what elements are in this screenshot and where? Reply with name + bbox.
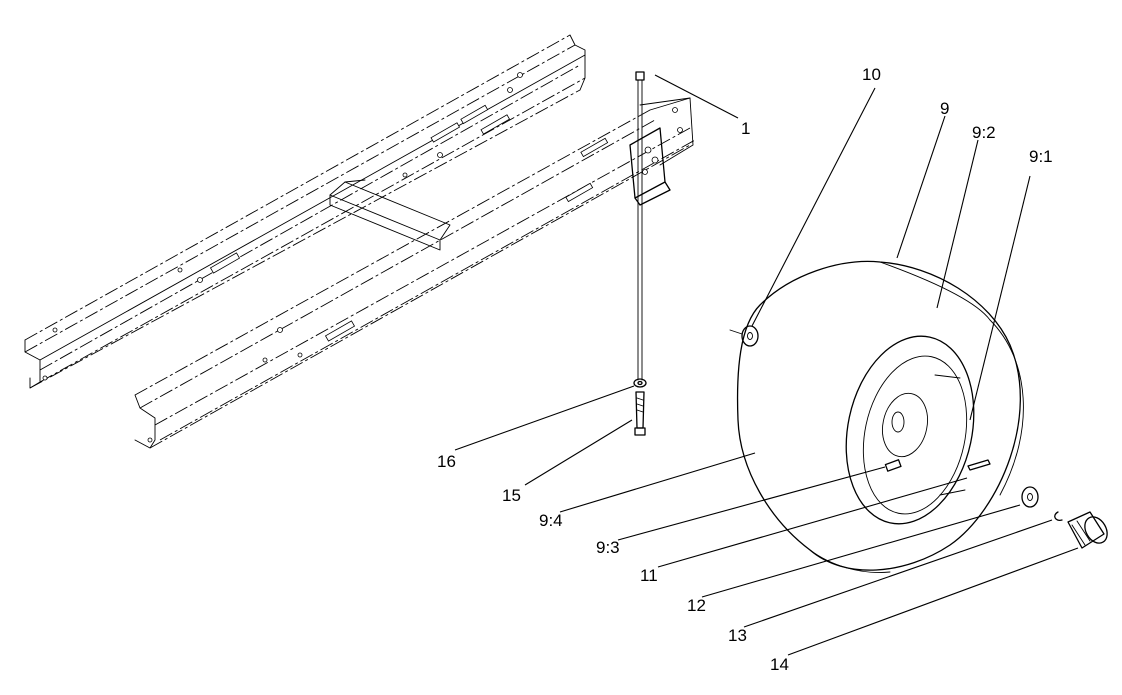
callout-9: 9 [940, 99, 949, 118]
leader-lines [454, 74, 1079, 656]
bolt-assembly [633, 71, 647, 436]
callout-15: 15 [502, 486, 521, 505]
frame-rails [24, 34, 696, 449]
callout-9-2: 9:2 [972, 123, 996, 142]
callout-9-3: 9:3 [596, 538, 620, 557]
callout-1: 1 [741, 119, 750, 138]
callout-9-1: 9:1 [1029, 147, 1053, 166]
callout-labels: 1 9 9:1 9:2 9:3 9:4 10 11 12 13 14 15 16 [437, 65, 1053, 674]
callout-13: 13 [728, 626, 747, 645]
callout-10: 10 [862, 65, 881, 84]
callout-16: 16 [437, 452, 456, 471]
callout-11: 11 [640, 566, 658, 585]
callout-9-4: 9:4 [539, 511, 563, 530]
callout-12: 12 [687, 596, 706, 615]
callout-14: 14 [770, 655, 789, 674]
wheel-assembly [729, 260, 1108, 573]
